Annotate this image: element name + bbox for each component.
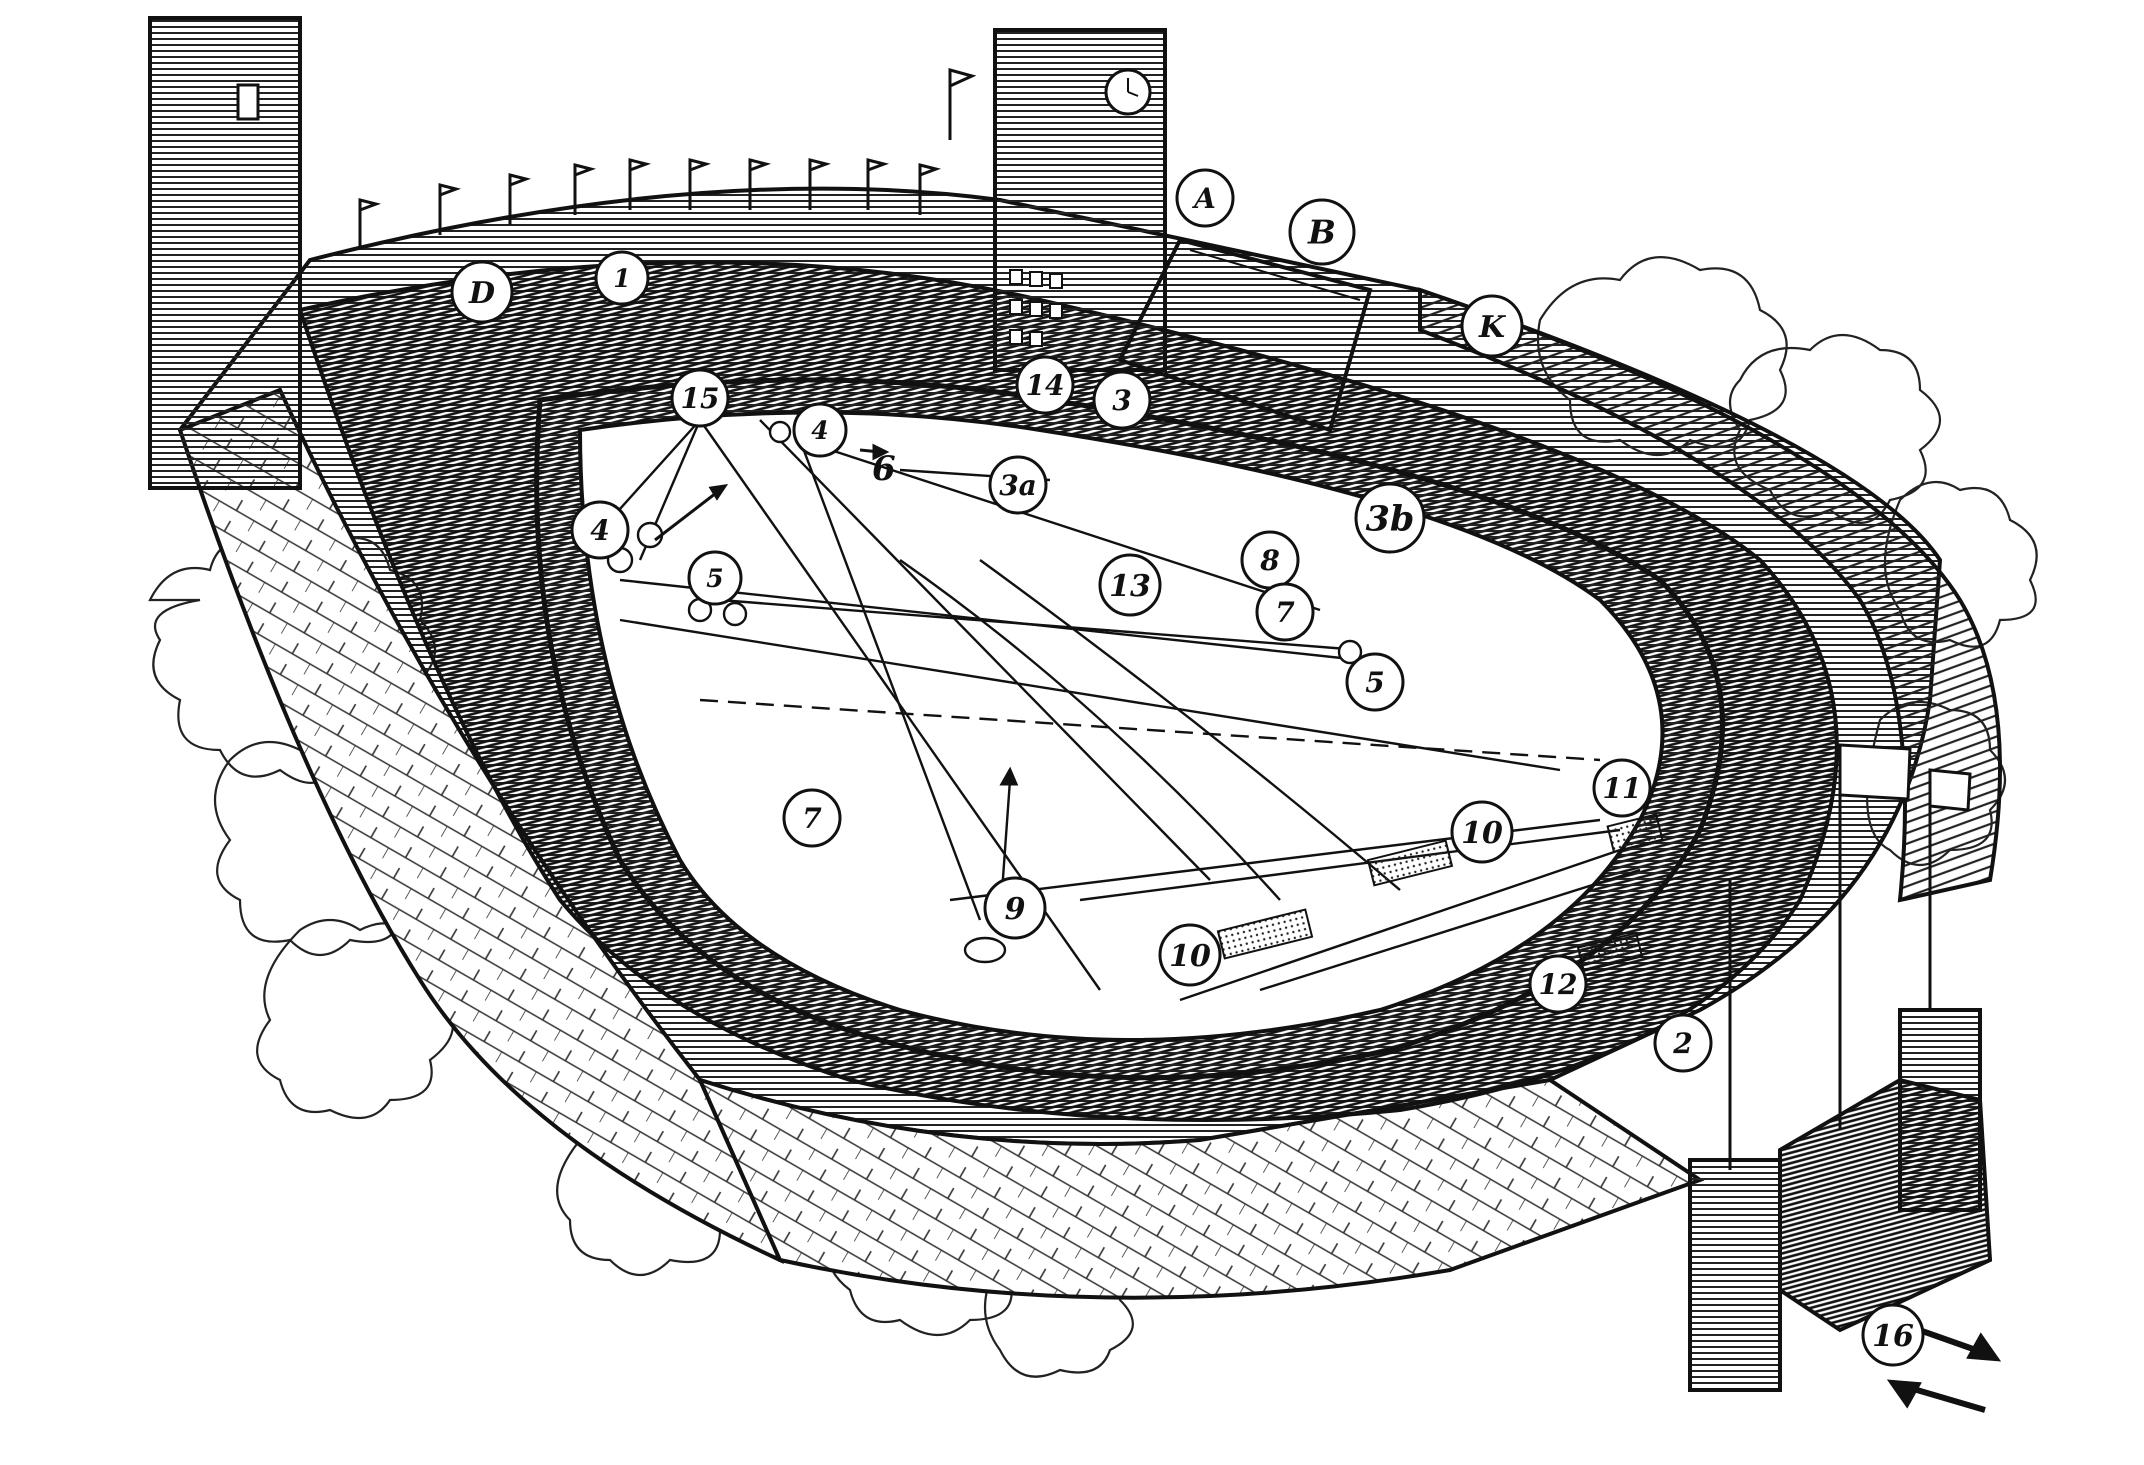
label-text: K <box>1478 310 1507 345</box>
label-2: 2 <box>1653 1013 1713 1073</box>
label-text: 14 <box>1026 369 1065 402</box>
label-text: 9 <box>1005 892 1026 927</box>
label-circle <box>1098 553 1162 617</box>
label-six: 6 <box>872 449 896 489</box>
label-circle <box>792 402 848 458</box>
label-circle <box>1592 758 1652 818</box>
label-circle <box>570 500 630 560</box>
label-text: 3 <box>1112 384 1131 417</box>
label-circle <box>1528 954 1588 1014</box>
label-K: K <box>1460 294 1524 358</box>
label-circle <box>1450 800 1514 864</box>
label-text: 5 <box>706 564 723 593</box>
label-circle <box>687 550 743 606</box>
label-circle <box>983 876 1047 940</box>
label-text: 3b <box>1366 499 1415 540</box>
label-circle <box>670 368 730 428</box>
label-D: D <box>450 260 514 324</box>
label-text: 15 <box>681 382 720 415</box>
label-text: 5 <box>1365 666 1384 699</box>
label-14: 14 <box>1015 355 1075 415</box>
label-text: 11 <box>1603 772 1642 805</box>
label-8: 8 <box>1240 530 1300 590</box>
label-text: 4 <box>811 416 828 445</box>
label-text: 16 <box>1872 1319 1914 1354</box>
label-text: 10 <box>1461 816 1503 851</box>
label-text: D <box>468 276 495 311</box>
label-4a: 4 <box>792 402 848 458</box>
label-12: 12 <box>1528 954 1588 1014</box>
label-text: A <box>1191 182 1216 215</box>
label-5b: 5 <box>1345 652 1405 712</box>
label-5a: 5 <box>687 550 743 606</box>
stadium-structure <box>148 16 2002 1413</box>
label-11: 11 <box>1592 758 1652 818</box>
label-10a: 10 <box>1158 923 1222 987</box>
label-10b: 10 <box>1450 800 1514 864</box>
label-4b: 4 <box>570 500 630 560</box>
label-13: 13 <box>1098 553 1162 617</box>
label-B: B <box>1288 198 1356 266</box>
label-text: 8 <box>1259 544 1279 577</box>
label-circle <box>1653 1013 1713 1073</box>
label-circle <box>1861 1303 1925 1367</box>
label-3b: 3b <box>1354 482 1426 554</box>
label-circle <box>1092 370 1152 430</box>
label-text: 13 <box>1109 569 1151 604</box>
label-9: 9 <box>983 876 1047 940</box>
label-text: 7 <box>1275 596 1295 629</box>
label-circle <box>450 260 514 324</box>
label-circle <box>1354 482 1426 554</box>
label-text: 3a <box>999 469 1037 502</box>
label-circle <box>988 455 1048 515</box>
label-circle <box>1345 652 1405 712</box>
label-3a: 3a <box>988 455 1048 515</box>
label-7b: 7 <box>782 788 842 848</box>
label-text: 12 <box>1539 968 1578 1001</box>
label-text: 2 <box>1672 1027 1692 1060</box>
label-text: B <box>1307 213 1336 252</box>
label-text: 4 <box>590 514 609 547</box>
label-1: 1 <box>594 250 650 306</box>
label-3: 3 <box>1092 370 1152 430</box>
label-circle <box>1175 168 1235 228</box>
label-circle <box>1015 355 1075 415</box>
label-circle <box>1255 582 1315 642</box>
label-circle <box>782 788 842 848</box>
label-7a: 7 <box>1255 582 1315 642</box>
label-15: 15 <box>670 368 730 428</box>
label-16: 16 <box>1861 1303 1925 1367</box>
label-text: 10 <box>1169 939 1211 974</box>
label-circle <box>1158 923 1222 987</box>
label-circle <box>594 250 650 306</box>
label-A: A <box>1175 168 1235 228</box>
label-circle <box>1288 198 1356 266</box>
label-text: 1 <box>613 264 630 293</box>
label-circle <box>1460 294 1524 358</box>
labels: A B D K 15 14 3 4 4 3a 3b 5 5 13 8 7 7 9 10 10 11 12 2 16 1 <box>450 168 1925 1367</box>
label-text: 7 <box>802 802 822 835</box>
